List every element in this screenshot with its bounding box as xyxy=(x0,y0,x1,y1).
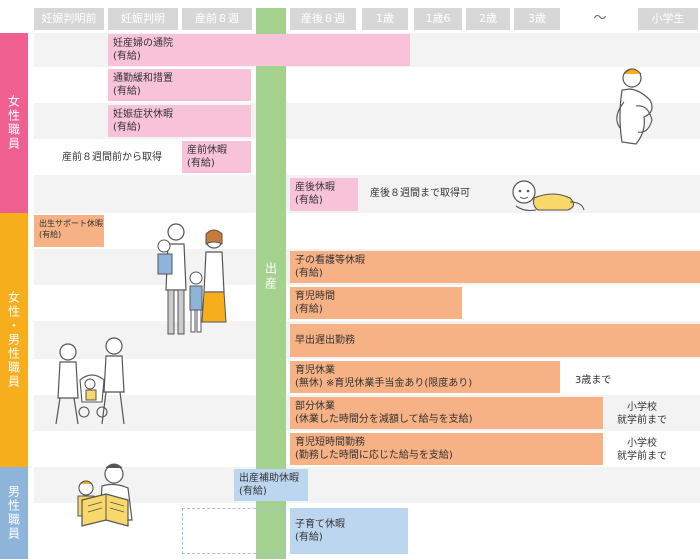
bar-childcare-leave: 育児休業(無休) ※育児休業手当金あり(限度あり) xyxy=(290,361,560,393)
header-col-1y: 1歳 xyxy=(362,8,408,30)
row-band xyxy=(34,213,700,249)
bar-birth-support-leave: 出生サポート休暇(有給) xyxy=(34,215,104,247)
header-col-pregnancy: 妊娠判明 xyxy=(108,8,178,30)
birth-column xyxy=(256,8,286,559)
header-col-1y6m: 1歳6 xyxy=(414,8,462,30)
bar-birth-assistance-leave: 出産補助休暇(有給) xyxy=(234,469,308,501)
note-prenatal-from: 産前８週間前から取得 xyxy=(62,152,162,163)
bar-postnatal-leave: 産後休暇(有給) xyxy=(290,178,358,211)
header-col-prenatal-8w: 産前８週 xyxy=(182,8,252,30)
bar-prenatal-leave: 産前休暇(有給) xyxy=(182,141,251,173)
header-col-3y: 3歳 xyxy=(514,8,560,30)
category-both: 女性・男性職員 xyxy=(0,213,28,467)
note-postnatal-until: 産後８週間まで取得可 xyxy=(370,188,470,199)
header-col-2y: 2歳 xyxy=(466,8,510,30)
family-illustration xyxy=(157,223,227,335)
bar-flexible-hours: 早出遅出勤務 xyxy=(290,324,700,357)
couple-stroller-illustration xyxy=(55,337,125,425)
bar-childrearing-leave: 子育て休暇(有給) xyxy=(290,508,408,554)
header-col-pre-pregnancy: 妊娠判明前 xyxy=(34,8,104,30)
note-until-school-1: 小学校就学前まで xyxy=(617,402,667,426)
pregnant-woman-illustration xyxy=(616,68,653,145)
header-col-postnatal-8w: 産後８週 xyxy=(290,8,356,30)
row-band xyxy=(34,467,700,503)
baby-crawling-illustration xyxy=(512,180,585,212)
bar-childcare-time: 育児時間(有給) xyxy=(290,287,462,319)
category-female: 女性職員 xyxy=(0,33,28,213)
category-male: 男性職員 xyxy=(0,467,28,559)
note-until-3y: 3歳まで xyxy=(575,375,612,386)
bar-partial-leave: 部分休業(休業した時間分を減額して給与を支給) xyxy=(290,397,603,429)
note-until-school-2: 小学校就学前まで xyxy=(617,438,667,462)
header-col-tilde: 〜 xyxy=(593,11,607,26)
birth-label: 出産 xyxy=(263,262,278,292)
dashed-period-box xyxy=(182,508,286,554)
bar-pregnancy-symptom-leave: 妊娠症状休暇(有給) xyxy=(108,105,251,137)
header-col-elementary: 小学生 xyxy=(638,8,698,30)
bar-child-nursing-leave: 子の看護等休暇(有給) xyxy=(290,251,700,283)
bar-short-hours: 育児短時間勤務(勤務した時間に応じた給与を支給) xyxy=(290,433,603,465)
father-reading-illustration xyxy=(77,463,133,527)
bar-prenatal-visit: 妊産婦の通院(有給) xyxy=(108,34,410,66)
row-band xyxy=(34,175,700,213)
bar-commute-relief: 通勤緩和措置(有給) xyxy=(108,69,251,101)
